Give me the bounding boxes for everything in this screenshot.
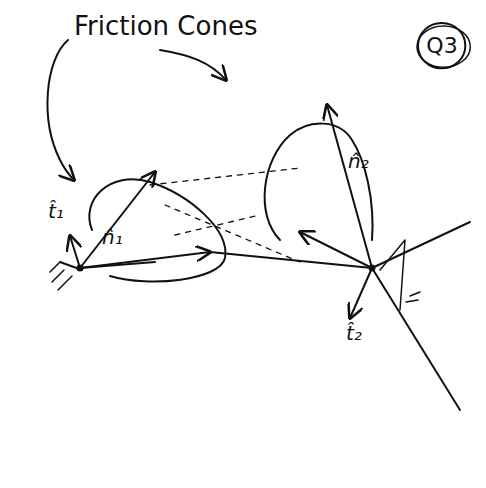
ground-hatch: [50, 262, 72, 290]
vector-label: t̂₂: [346, 322, 362, 344]
tangent-arrow: [350, 268, 372, 318]
wall-line: [372, 268, 460, 410]
cone-outline: [265, 124, 373, 240]
leader-line: [48, 40, 74, 180]
callout-title: Friction Cones: [74, 12, 257, 41]
cone-edge: [80, 172, 155, 268]
normal-arrow: [80, 252, 210, 268]
dashed-line: [150, 168, 300, 262]
tangent-arrow: [70, 236, 80, 268]
contact-point: [370, 266, 375, 271]
circle-outline: [417, 26, 470, 67]
circled-question-number: Q3: [417, 21, 466, 70]
vector-label: n̂₁: [102, 226, 123, 248]
surface-line: [210, 252, 372, 268]
wall-hatch: [380, 240, 420, 310]
normal-arrow: [327, 105, 372, 268]
cone-outline: [89, 179, 225, 281]
vector-label: t̂₁: [48, 200, 64, 222]
node-text: Q3: [426, 33, 457, 58]
contact-point: [78, 266, 83, 271]
leader-line: [160, 50, 226, 80]
cone-edge: [300, 232, 372, 268]
vector-label: n̂₂: [348, 150, 369, 172]
cone-edge: [80, 262, 155, 268]
